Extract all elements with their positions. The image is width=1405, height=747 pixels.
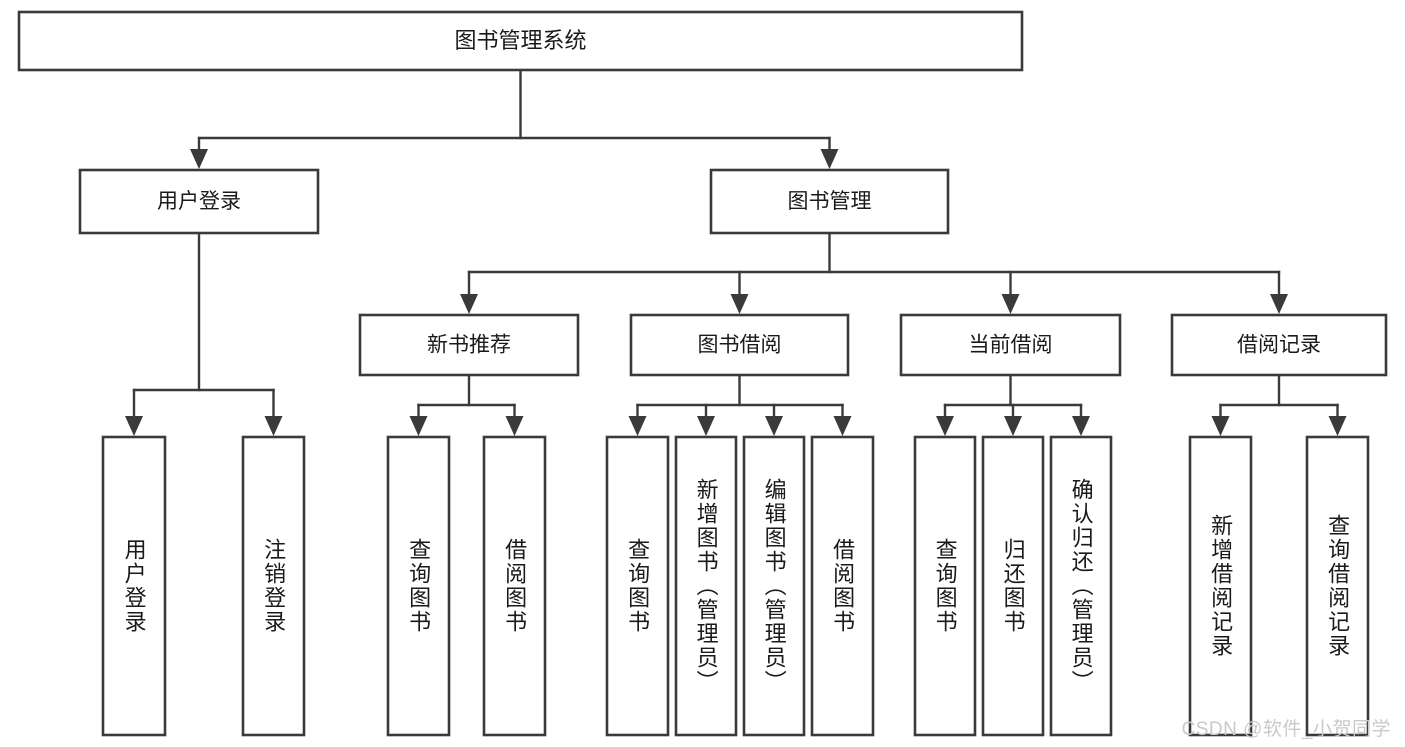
arrow-head-icon <box>833 416 852 436</box>
arrow-head-icon <box>125 416 143 436</box>
node-box-leaf-add-book-admin[interactable] <box>674 435 738 737</box>
node-box-root[interactable] <box>17 10 1024 72</box>
node-box-leaf-query-book-current[interactable] <box>913 435 977 737</box>
arrow-head-icon <box>765 416 783 436</box>
arrow-head-icon <box>628 416 647 436</box>
node-box-book-borrow[interactable] <box>629 313 850 377</box>
node-label-new-book-recommend: 新书推荐 <box>427 334 511 357</box>
arrow-head-icon <box>264 416 283 436</box>
arrow-head-icon <box>730 294 749 314</box>
box-layer <box>17 10 1388 737</box>
node-box-leaf-add-borrow-record[interactable] <box>1188 435 1253 737</box>
node-box-user-login[interactable] <box>78 168 320 235</box>
arrow-head-icon <box>936 416 954 436</box>
node-label-user-login: 用户登录 <box>157 190 241 213</box>
arrow-head-icon <box>190 149 208 169</box>
node-label-root: 图书管理系统 <box>454 28 586 53</box>
node-box-leaf-query-book-rec[interactable] <box>386 435 451 737</box>
arrow-head-icon <box>1211 416 1230 436</box>
arrow-head-icon <box>505 416 524 436</box>
arrow-head-icon <box>1072 416 1090 436</box>
connector-layer <box>125 68 1347 436</box>
node-label-borrow-record: 借阅记录 <box>1237 334 1321 357</box>
node-box-leaf-borrow-book[interactable] <box>810 435 875 737</box>
node-box-leaf-user-login[interactable] <box>101 435 167 737</box>
node-box-leaf-logout-login[interactable] <box>241 435 306 737</box>
node-box-leaf-edit-book-admin[interactable] <box>742 435 806 737</box>
node-box-current-borrow[interactable] <box>899 313 1122 377</box>
arrow-head-icon <box>1328 416 1347 436</box>
node-label-book-borrow: 图书借阅 <box>698 334 782 357</box>
arrow-head-icon <box>1270 294 1288 314</box>
node-box-new-book-recommend[interactable] <box>358 313 580 377</box>
node-box-borrow-record[interactable] <box>1170 313 1388 377</box>
node-label-current-borrow: 当前借阅 <box>969 334 1053 357</box>
arrow-head-icon <box>409 416 428 436</box>
node-box-leaf-query-borrow-record[interactable] <box>1305 435 1370 737</box>
node-box-leaf-query-book-borrow[interactable] <box>605 435 670 737</box>
arrow-head-icon <box>820 149 839 169</box>
node-box-leaf-confirm-return-admin[interactable] <box>1049 435 1113 737</box>
arrow-head-icon <box>697 416 715 436</box>
node-box-book-management[interactable] <box>709 168 950 235</box>
arrow-head-icon <box>1001 294 1020 314</box>
arrow-head-icon <box>460 294 478 314</box>
node-label-book-management: 图书管理 <box>788 190 872 213</box>
node-box-leaf-return-book[interactable] <box>981 435 1045 737</box>
watermark: CSDN @软件_小贺同学 <box>1181 719 1391 740</box>
node-box-leaf-borrow-book-rec[interactable] <box>482 435 547 737</box>
arrow-head-icon <box>1004 416 1022 436</box>
